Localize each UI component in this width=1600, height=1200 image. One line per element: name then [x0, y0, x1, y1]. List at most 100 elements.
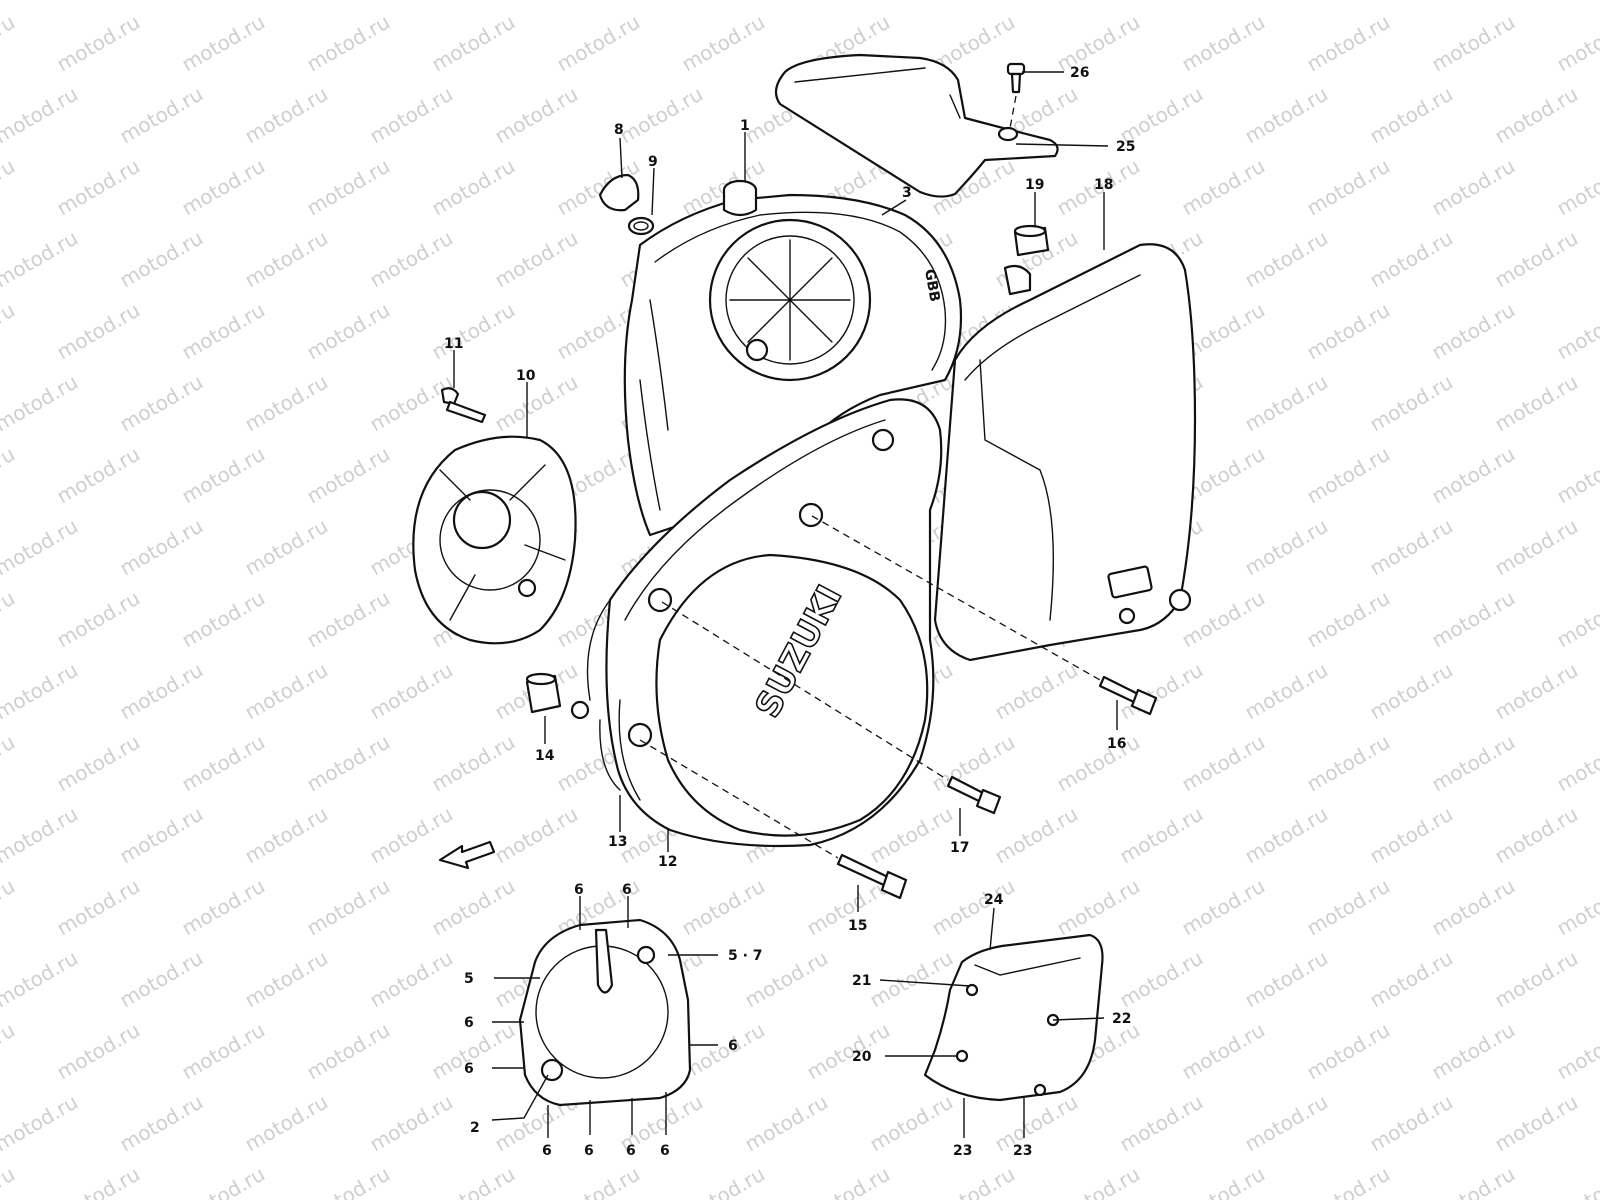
watermark-text: motod.ru	[928, 730, 1019, 797]
watermark-text: motod.ru	[0, 586, 19, 653]
watermark-text: motod.ru	[1553, 442, 1600, 509]
watermark-text: motod.ru	[116, 1090, 207, 1157]
watermark-text: motod.ru	[803, 1162, 894, 1200]
callout-9: 9	[648, 154, 658, 170]
watermark-text: motod.ru	[0, 802, 82, 869]
watermark-text: motod.ru	[1491, 1090, 1582, 1157]
watermark-text: motod.ru	[1491, 370, 1582, 437]
callout-8: 8	[614, 122, 624, 138]
watermark-text: motod.ru	[1241, 1090, 1332, 1157]
watermark-text: motod.ru	[303, 874, 394, 941]
watermark-text: motod.ru	[366, 82, 457, 149]
watermark-text: motod.ru	[1116, 1090, 1207, 1157]
watermark-text: motod.ru	[678, 10, 769, 77]
watermark-text: motod.ru	[303, 1018, 394, 1085]
callout-5: 5	[464, 971, 474, 987]
watermark-text: motod.ru	[1303, 154, 1394, 221]
watermark-text: motod.ru	[116, 514, 207, 581]
watermark-text: motod.ru	[1366, 946, 1457, 1013]
watermark-text: motod.ru	[1241, 946, 1332, 1013]
callout-26: 26	[1070, 65, 1089, 81]
callout-25: 25	[1116, 139, 1135, 155]
watermark-text: motod.ru	[241, 82, 332, 149]
watermark-text: motod.ru	[866, 1090, 957, 1157]
watermark-text: motod.ru	[1428, 154, 1519, 221]
watermark-text: motod.ru	[116, 370, 207, 437]
part-3-crankcase-cover-frame: GBB	[623, 193, 963, 537]
callout-6-bottom-1: 6	[542, 1143, 552, 1159]
callout-14: 14	[535, 748, 555, 764]
watermark-text: motod.ru	[491, 802, 582, 869]
watermark-text: motod.ru	[0, 514, 82, 581]
callout-21: 21	[852, 973, 871, 989]
watermark-text: motod.ru	[116, 226, 207, 293]
watermark-text: motod.ru	[178, 154, 269, 221]
watermark-text: motod.ru	[1366, 0, 1457, 4]
part-10-inner-cover	[412, 435, 577, 645]
watermark-text: motod.ru	[178, 442, 269, 509]
watermark-text: motod.ru	[428, 874, 519, 941]
watermark-text: motod.ru	[1366, 370, 1457, 437]
callout-5-7: 5 · 7	[728, 948, 763, 964]
watermark-text: motod.ru	[1366, 802, 1457, 869]
watermark-text: motod.ru	[428, 298, 519, 365]
watermark-text: motod.ru	[1178, 586, 1269, 653]
watermark-text: motod.ru	[1428, 874, 1519, 941]
callout-15: 15	[848, 918, 867, 934]
watermark-text: motod.ru	[803, 1018, 894, 1085]
callout-6-bottom-2: 6	[584, 1143, 594, 1159]
watermark-text: motod.ru	[0, 10, 19, 77]
watermark-text: motod.ru	[0, 1090, 82, 1157]
watermark-text: motod.ru	[178, 298, 269, 365]
watermark-text: motod.ru	[616, 82, 707, 149]
watermark-text: motod.ru	[1428, 10, 1519, 77]
callout-19: 19	[1025, 177, 1044, 193]
watermark-text: motod.ru	[178, 1018, 269, 1085]
watermark-text: motod.ru	[1491, 802, 1582, 869]
watermark-text: motod.ru	[1303, 874, 1394, 941]
watermark-text: motod.ru	[116, 82, 207, 149]
part-12-clutch-cover: SUZUKI	[605, 398, 943, 848]
callout-3: 3	[902, 185, 912, 201]
watermark-text: motod.ru	[241, 802, 332, 869]
watermark-text: motod.ru	[303, 298, 394, 365]
watermark-text: motod.ru	[0, 0, 82, 4]
watermark-text: motod.ru	[1428, 1162, 1519, 1200]
watermark-text: motod.ru	[0, 298, 19, 365]
watermark-text: motod.ru	[241, 658, 332, 725]
watermark-text: motod.ru	[241, 0, 332, 4]
watermark-text: motod.ru	[928, 1162, 1019, 1200]
watermark-text: motod.ru	[1553, 1162, 1600, 1200]
watermark-text: motod.ru	[0, 442, 19, 509]
watermark-text: motod.ru	[1053, 1162, 1144, 1200]
watermark-text: motod.ru	[1303, 10, 1394, 77]
watermark-text: motod.ru	[178, 1162, 269, 1200]
part-11-bolt	[440, 387, 487, 424]
watermark-text: motod.ru	[303, 442, 394, 509]
callout-1: 1	[740, 118, 750, 134]
watermark-text: motod.ru	[1178, 1018, 1269, 1085]
watermark-text: motod.ru	[303, 586, 394, 653]
watermark-text: motod.ru	[1366, 1090, 1457, 1157]
watermark-text: motod.ru	[1491, 82, 1582, 149]
callout-6-top-left: 6	[574, 882, 584, 898]
watermark-text: motod.ru	[1303, 586, 1394, 653]
watermark-text: motod.ru	[241, 226, 332, 293]
watermark-text: motod.ru	[53, 10, 144, 77]
watermark-text: motod.ru	[491, 0, 582, 4]
watermark-text: motod.ru	[116, 802, 207, 869]
callout-6-bottom-3: 6	[626, 1143, 636, 1159]
watermark-text: motod.ru	[241, 946, 332, 1013]
watermark-text: motod.ru	[116, 0, 207, 4]
watermark-text: motod.ru	[241, 514, 332, 581]
part-1-filler-boss	[722, 179, 758, 217]
watermark-text: motod.ru	[0, 82, 82, 149]
watermark-text: motod.ru	[491, 82, 582, 149]
watermark-text: motod.ru	[1241, 658, 1332, 725]
watermark-text: motod.ru	[1366, 226, 1457, 293]
watermark-text: motod.ru	[991, 0, 1082, 4]
watermark-text: motod.ru	[0, 226, 82, 293]
callout-6-left-lower: 6	[464, 1061, 474, 1077]
watermark-text: motod.ru	[1116, 0, 1207, 4]
watermark-text: motod.ru	[53, 586, 144, 653]
